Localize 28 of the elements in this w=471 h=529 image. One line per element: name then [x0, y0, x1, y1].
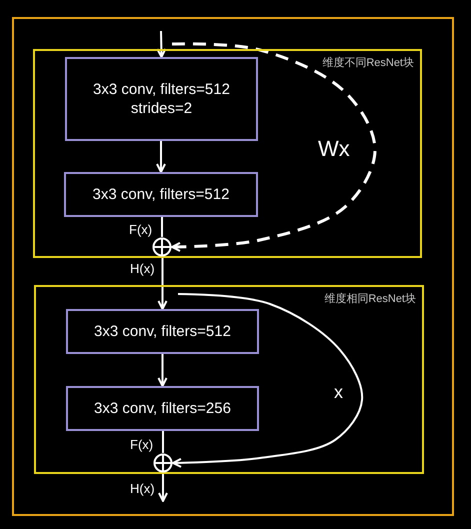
- conv-layer-box: [64, 172, 258, 217]
- arrow: [156, 141, 166, 173]
- edge-label: F(x): [130, 437, 154, 452]
- edge-label: H(x): [130, 261, 155, 276]
- connector-line: [162, 431, 164, 453]
- arrow: [158, 354, 168, 387]
- arrow: [156, 30, 166, 58]
- arrow: [172, 293, 364, 468]
- layer-label: 3x3 conv, filters=512: [94, 322, 231, 341]
- conv-layer-box: [65, 57, 258, 141]
- block-frame: [34, 285, 424, 474]
- sum-node: [152, 237, 172, 257]
- arrow: [158, 257, 168, 310]
- arrow: [158, 473, 168, 502]
- layer-label: 3x3 conv, filters=512 strides=2: [92, 80, 231, 118]
- outer-frame: [12, 17, 454, 516]
- sum-node: [153, 453, 173, 473]
- block-frame: [33, 49, 422, 258]
- block-title: 维度相同ResNet块: [324, 292, 416, 306]
- conv-layer-box: [66, 386, 259, 431]
- dashed-arrow: [171, 42, 376, 252]
- block-title: 维度不同ResNet块: [322, 56, 414, 70]
- conv-layer-box: [66, 309, 259, 354]
- layer-label: 3x3 conv, filters=256: [94, 399, 231, 418]
- edge-label: H(x): [130, 481, 155, 496]
- connector-line: [161, 217, 163, 237]
- edge-label: F(x): [129, 222, 152, 237]
- layer-label: 3x3 conv, filters=512: [92, 185, 230, 204]
